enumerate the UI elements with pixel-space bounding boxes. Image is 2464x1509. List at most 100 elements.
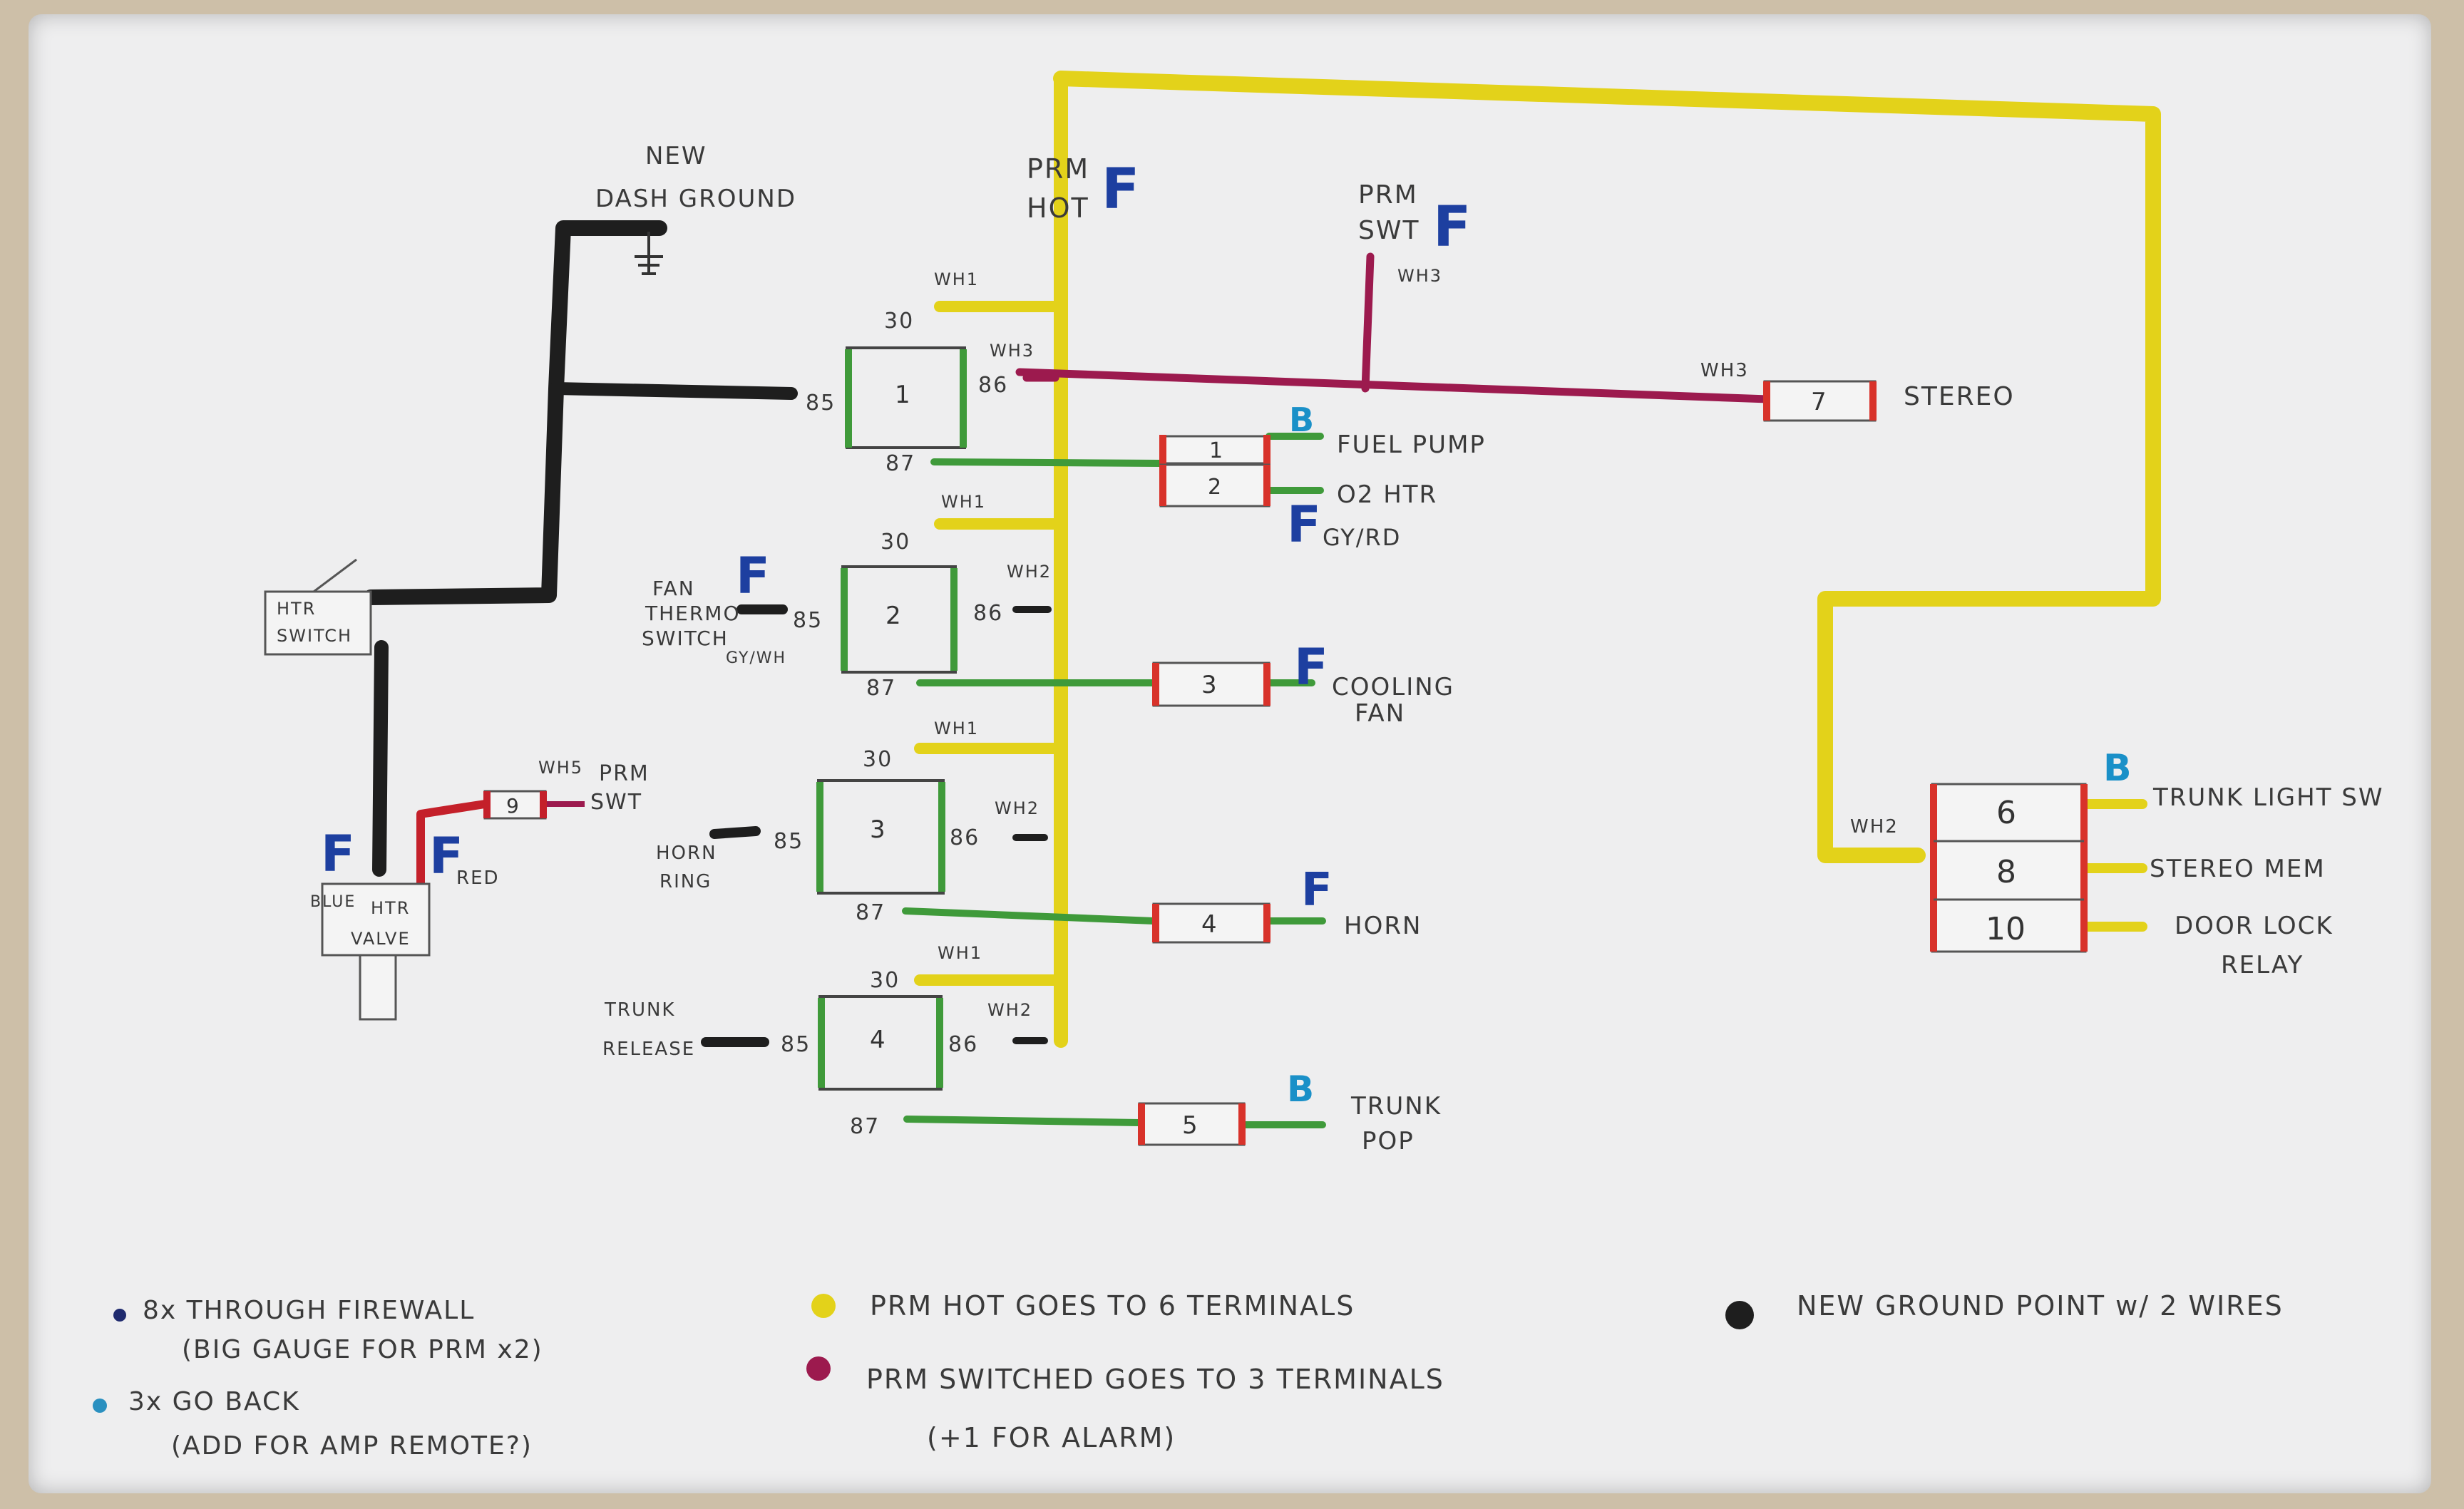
legend-text: 8x THROUGH FIREWALL	[143, 1296, 475, 1325]
htr-valve-label: VALVE	[351, 929, 411, 949]
legend-text: (+1 FOR ALARM)	[927, 1422, 1176, 1453]
cooling-fan-label: COOLING	[1332, 673, 1454, 701]
fan-thermo-switch-label: FAN	[652, 577, 695, 600]
terminal-87: 87	[866, 676, 896, 701]
relay-2: 2	[841, 565, 958, 674]
trunk-pop-label: TRUNK	[1350, 1092, 1442, 1121]
horn-ring-label: HORN	[656, 843, 717, 864]
new-dash-ground-label: NEW	[645, 142, 707, 170]
fuse-3: 3	[1152, 661, 1270, 707]
door-lock-relay-label: RELAY	[2221, 951, 2304, 979]
f-marker: F	[1102, 158, 1139, 222]
relay-number: 1	[895, 381, 910, 409]
ground-wiring	[363, 220, 1052, 1047]
terminal-30: 30	[884, 309, 914, 334]
horn-ring-label: RING	[659, 871, 712, 892]
htr-switch: HTR SWITCH	[264, 558, 372, 656]
relay-3: 3	[816, 779, 945, 895]
door-lock-relay-label: DOOR LOCK	[2175, 912, 2334, 940]
terminal-30: 30	[863, 747, 893, 772]
fuse-label: 1	[1209, 438, 1223, 463]
terminal-87: 87	[856, 900, 885, 925]
b-marker: B	[2103, 747, 2132, 790]
legend-text: PRM HOT GOES TO 6 TERMINALS	[870, 1290, 1355, 1322]
prm-hot-label: PRM	[1027, 153, 1089, 185]
fuse-label: 3	[1201, 671, 1217, 699]
fuse-1: 1	[1159, 435, 1270, 465]
terminal-85: 85	[781, 1032, 811, 1057]
new-dash-ground-label: DASH GROUND	[595, 185, 796, 213]
horn-label: HORN	[1344, 912, 1422, 940]
fuse-block-10: 10	[1986, 911, 2026, 947]
wire-code: WH2	[1007, 562, 1052, 582]
terminal-87: 87	[850, 1114, 880, 1139]
relay-number: 2	[885, 602, 901, 630]
fuse-9: 9	[483, 790, 547, 820]
fuse-5: 5	[1138, 1102, 1246, 1146]
legend: 8x THROUGH FIREWALL (BIG GAUGE FOR PRM x…	[93, 1290, 2284, 1461]
relay-4: 4	[818, 995, 943, 1091]
relay-number: 3	[870, 815, 885, 844]
prm-swt-label: SWT	[1358, 216, 1420, 245]
wire-code: WH1	[941, 492, 986, 512]
wire-code: WH1	[938, 943, 982, 963]
wire-code: WH5	[538, 758, 583, 778]
legend-text: (ADD FOR AMP REMOTE?)	[171, 1431, 533, 1461]
relay-output-wiring	[902, 433, 1326, 1128]
fan-thermo-switch-label: SWITCH	[642, 627, 729, 650]
cooling-fan-label: FAN	[1355, 699, 1405, 728]
terminal-85: 85	[774, 829, 804, 854]
heater-red-wire	[416, 800, 489, 888]
fuse-block-6: 6	[1996, 795, 2016, 831]
fuse-label: 7	[1811, 388, 1827, 416]
legend-dot-magenta	[806, 1356, 831, 1381]
terminal-85: 85	[806, 391, 836, 416]
ground-symbol-icon	[635, 232, 663, 275]
trunk-light-sw-label: TRUNK LIGHT SW	[2152, 783, 2383, 812]
terminal-85: 85	[793, 608, 823, 633]
relay-1: 1	[845, 346, 967, 449]
htr-switch-label: HTR	[277, 599, 316, 619]
f-marker: F	[1287, 495, 1321, 554]
wire-code: WH2	[987, 1000, 1032, 1020]
prm-swt-label: PRM	[599, 761, 650, 786]
prm-hot-label: HOT	[1027, 192, 1089, 224]
terminal-86: 86	[948, 1032, 978, 1057]
fan-thermo-switch-label: THERMO	[645, 602, 741, 625]
fuse-block: 6 8 10	[1930, 783, 2088, 953]
terminal-86: 86	[973, 601, 1003, 626]
legend-text: NEW GROUND POINT w/ 2 WIRES	[1797, 1290, 2284, 1322]
fuel-pump-label: FUEL PUMP	[1337, 431, 1486, 459]
legend-dot-cyan	[93, 1399, 107, 1413]
relay-number: 4	[870, 1026, 885, 1054]
b-marker: B	[1289, 401, 1314, 439]
wire-code: WH1	[934, 269, 979, 289]
fuse-label: 2	[1208, 475, 1221, 500]
wire-code: WH3	[1700, 360, 1749, 381]
fuse-label: 4	[1201, 910, 1217, 939]
htr-valve-label: HTR	[371, 898, 410, 918]
prm-hot-wiring	[914, 71, 2161, 1048]
prm-switched-wiring	[1015, 252, 1772, 403]
wire-code: WH2	[1850, 816, 1899, 838]
diagram-labels: NEW DASH GROUND PRM HOT F PRM SWT F WH3 …	[310, 142, 2383, 1155]
f-marker: F	[429, 827, 463, 885]
legend-text: PRM SWITCHED GOES TO 3 TERMINALS	[866, 1364, 1444, 1395]
terminal-30: 30	[881, 530, 910, 555]
fuse-block-8: 8	[1996, 854, 2016, 890]
red-wire-label: RED	[456, 867, 500, 889]
o2-htr-label: O2 HTR	[1337, 480, 1437, 509]
legend-dot-yellow	[811, 1294, 836, 1318]
fuse-label: 5	[1182, 1111, 1198, 1140]
stereo-mem-label: STEREO MEM	[2150, 855, 2326, 883]
trunk-pop-label: POP	[1362, 1127, 1415, 1155]
relay-terminals: 30 85 86 87 30 85 86 87 30 85 86 87 30 8…	[774, 309, 1007, 1139]
b-marker: B	[1287, 1068, 1314, 1110]
f-marker: F	[736, 547, 770, 605]
trunk-release-label: RELEASE	[602, 1039, 695, 1060]
gy-wh-label: GY/WH	[726, 649, 786, 667]
legend-text: 3x GO BACK	[128, 1387, 300, 1416]
fuse-label: 9	[506, 794, 519, 818]
wire-code: WH2	[995, 798, 1040, 818]
